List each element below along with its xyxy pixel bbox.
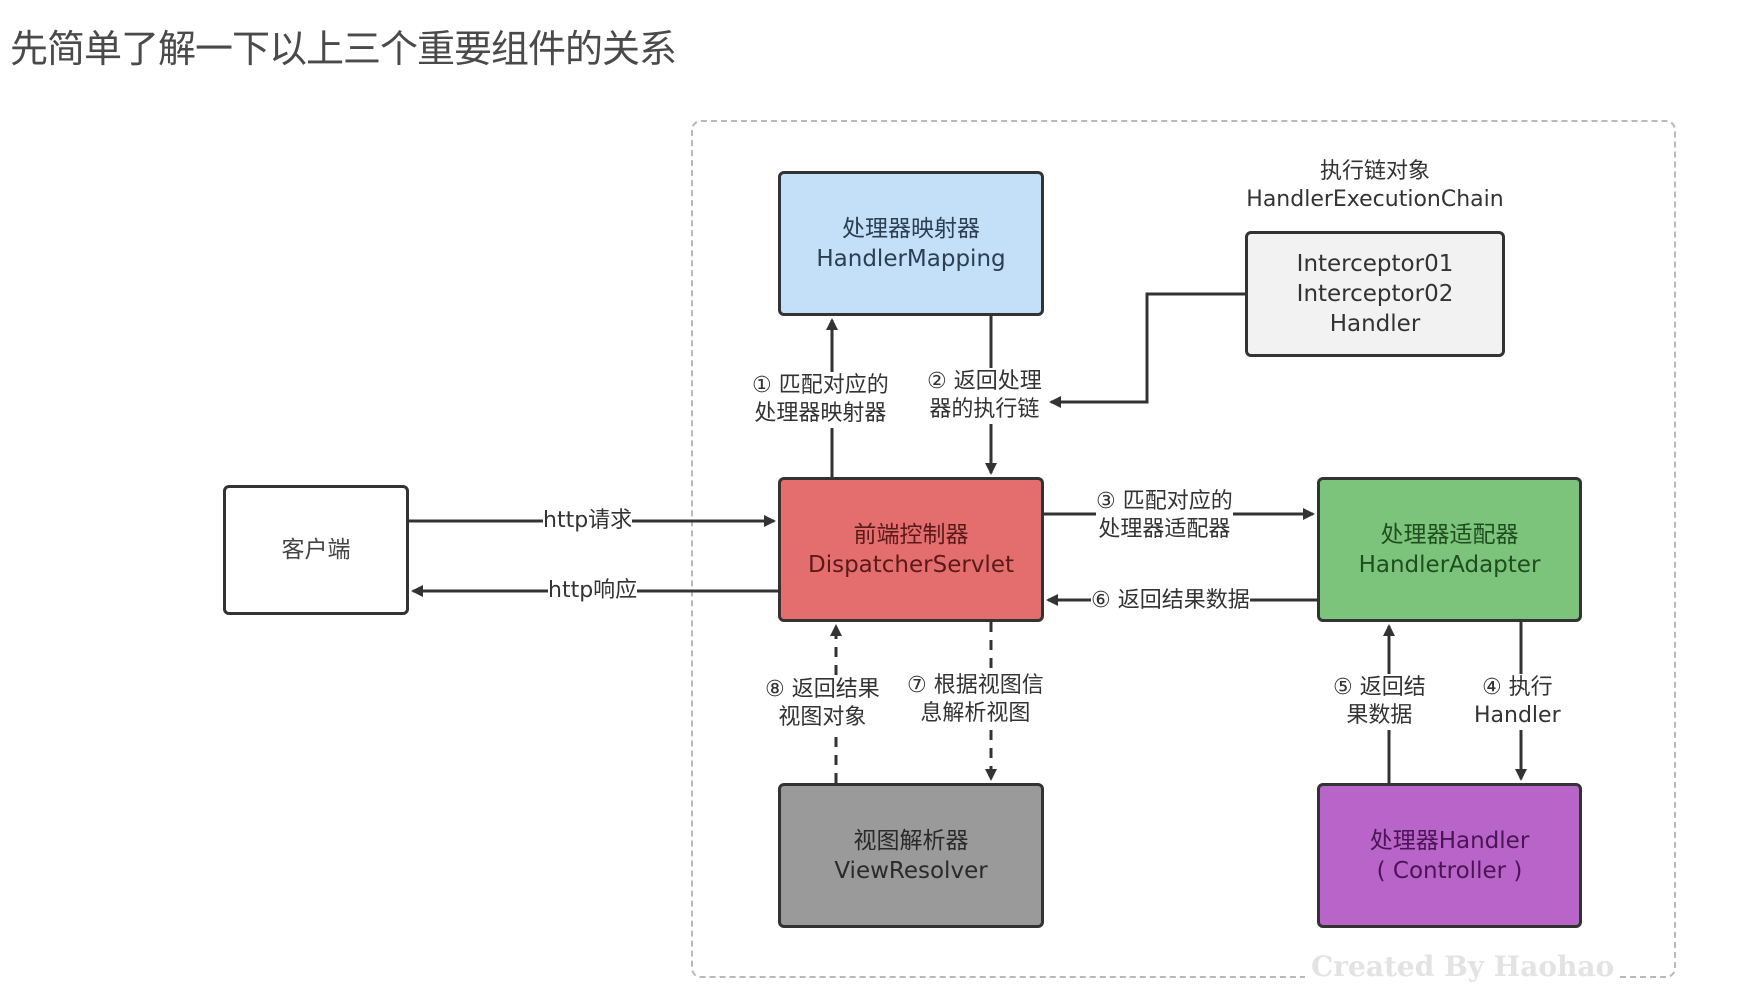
handler-cn: 处理器Handler (1369, 827, 1530, 854)
step3-label: ③ 匹配对应的 处理器适配器 (1096, 488, 1233, 544)
step6-label: ⑥ 返回结果数据 (1091, 587, 1250, 615)
handler-node: 处理器Handler ( Controller ) (1317, 783, 1582, 928)
step7-label-line2: 息解析视图 (920, 701, 1031, 726)
step1-label: ① 匹配对应的 处理器映射器 (752, 372, 889, 428)
step7-label-line1: ⑦ 根据视图信 (907, 673, 1044, 698)
execution-chain-node: Interceptor01 Interceptor02 Handler (1245, 231, 1505, 357)
spring-mvc-boundary (691, 120, 1676, 978)
step3-label-line1: ③ 匹配对应的 (1096, 489, 1233, 514)
step8-label-line1: ⑧ 返回结果 (765, 677, 880, 702)
step1-label-line1: ① 匹配对应的 (752, 373, 889, 398)
step1-label-line2: 处理器映射器 (754, 401, 887, 426)
step7-label: ⑦ 根据视图信 息解析视图 (907, 672, 1044, 728)
execution-chain-caption-en: HandlerExecutionChain (1246, 187, 1504, 212)
execution-chain-caption-cn: 执行链对象 (1319, 159, 1430, 184)
handler-adapter-cn: 处理器适配器 (1380, 521, 1519, 548)
step3-label-line2: 处理器适配器 (1098, 517, 1231, 542)
handler-adapter-en: HandlerAdapter (1358, 551, 1541, 578)
client-label: 客户端 (281, 537, 351, 563)
step2-label-line2: 器的执行链 (929, 397, 1040, 422)
execution-chain-connector (1049, 292, 1245, 408)
step2-label-line1: ② 返回处理 (927, 369, 1042, 394)
dispatcher-servlet-node: 前端控制器 DispatcherServlet (778, 477, 1044, 622)
view-resolver-cn: 视图解析器 (853, 827, 969, 854)
step8-label-line2: 视图对象 (778, 705, 867, 730)
page-title: 先简单了解一下以上三个重要组件的关系 (10, 27, 677, 71)
step5-label-line1: ⑤ 返回结 (1333, 675, 1426, 700)
step4-label-line1: ④ 执行 (1481, 675, 1553, 700)
interceptor02: Interceptor02 (1296, 281, 1454, 307)
client-node: 客户端 (223, 485, 409, 615)
view-resolver-en: ViewResolver (834, 857, 988, 884)
handler-mapping-node: 处理器映射器 HandlerMapping (778, 171, 1044, 316)
http-response-label: http响应 (548, 577, 638, 605)
execution-chain-caption: 执行链对象 HandlerExecutionChain (1225, 158, 1525, 214)
http-request-label: http请求 (543, 507, 633, 535)
step4-label: ④ 执行 Handler (1474, 674, 1561, 730)
step5-label-line2: 果数据 (1346, 703, 1413, 728)
dispatcher-servlet-cn: 前端控制器 (853, 521, 969, 548)
handler-mapping-en: HandlerMapping (816, 245, 1006, 272)
view-resolver-node: 视图解析器 ViewResolver (778, 783, 1044, 928)
step8-label: ⑧ 返回结果 视图对象 (765, 676, 880, 732)
step2-label: ② 返回处理 器的执行链 (927, 368, 1042, 424)
chain-handler: Handler (1329, 311, 1421, 337)
watermark: Created By Haohao (1305, 950, 1621, 983)
handler-adapter-node: 处理器适配器 HandlerAdapter (1317, 477, 1582, 622)
handler-mapping-cn: 处理器映射器 (842, 215, 980, 242)
handler-en: ( Controller ) (1376, 857, 1523, 884)
step4-label-line2: Handler (1474, 703, 1561, 728)
interceptor01: Interceptor01 (1296, 251, 1454, 277)
dispatcher-servlet-en: DispatcherServlet (807, 551, 1014, 578)
step5-label: ⑤ 返回结 果数据 (1333, 674, 1426, 730)
